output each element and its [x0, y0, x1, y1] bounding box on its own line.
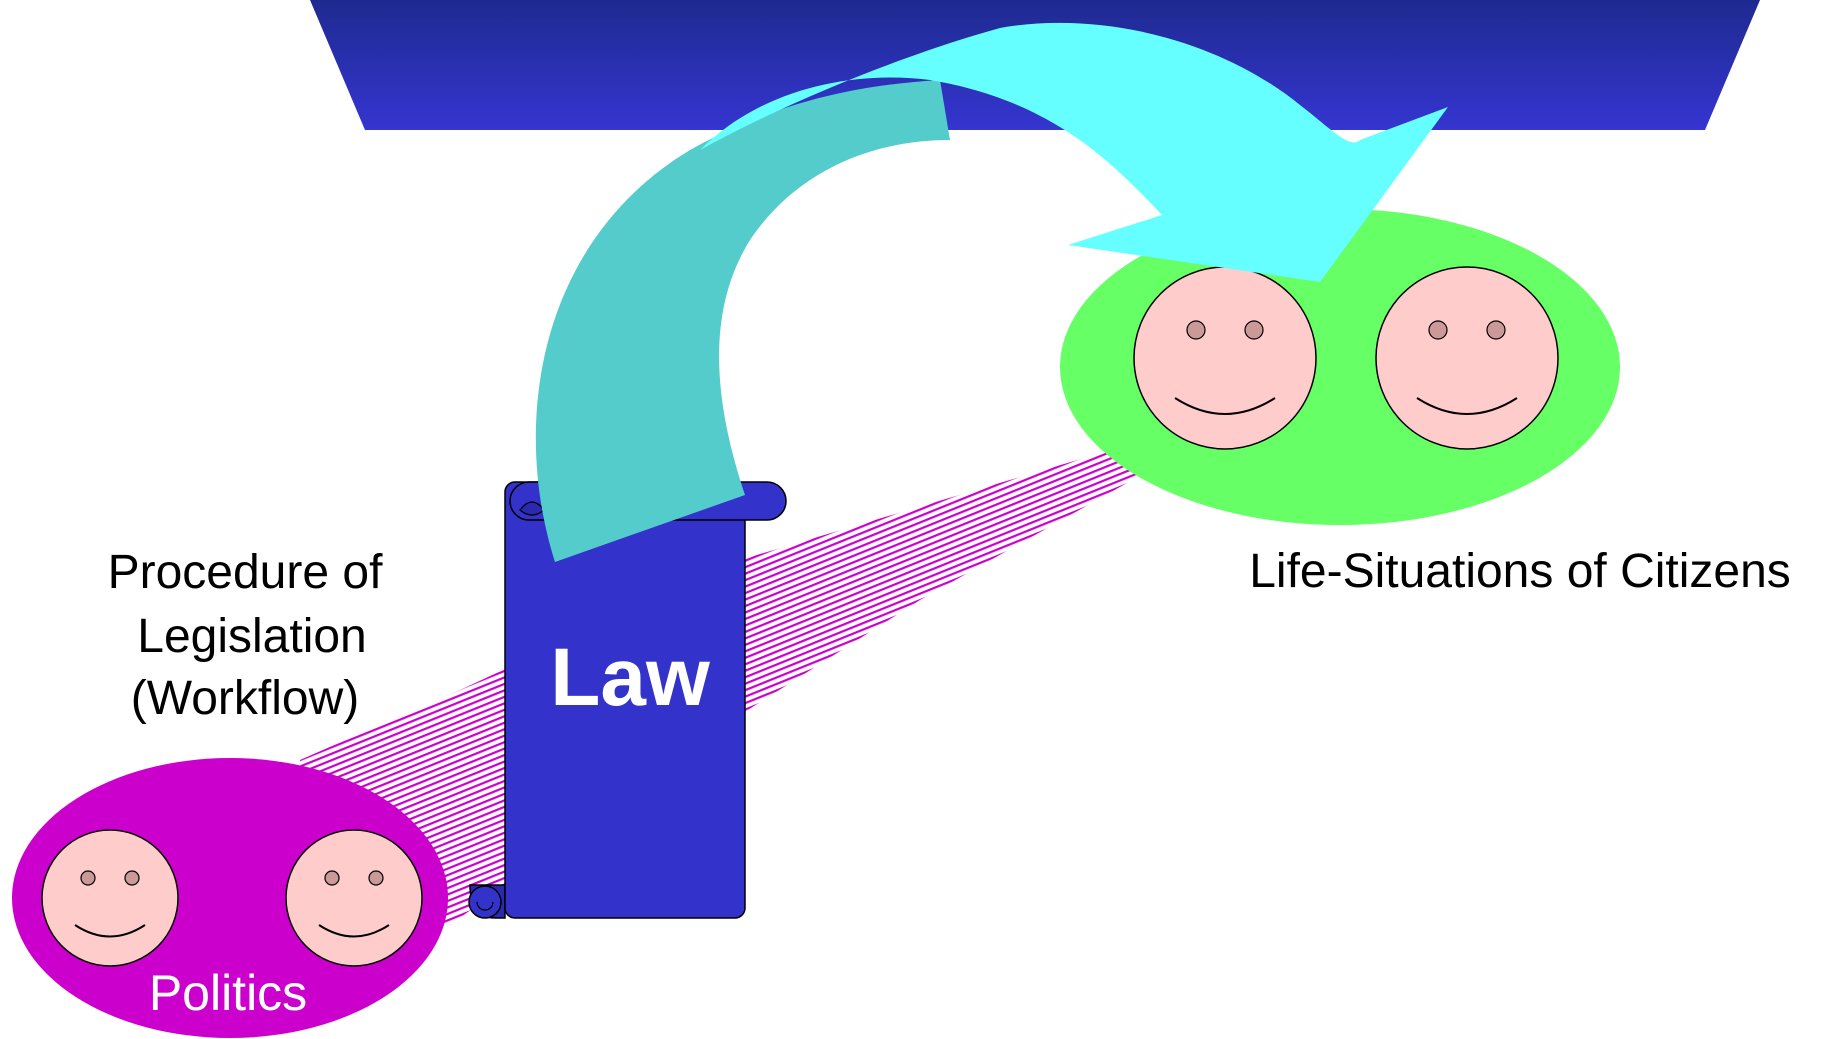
scroll-icon: Law	[468, 481, 787, 919]
procedure-label: Procedure of Legislation (Workflow)	[108, 546, 383, 725]
politics-ellipse	[12, 758, 448, 1038]
procedure-line-2: Legislation	[137, 610, 367, 663]
smiley-face-icon	[41, 829, 179, 967]
smiley-face-icon	[1133, 266, 1317, 450]
curved-arrow-icon	[535, 22, 1448, 562]
politics-label: Politics	[149, 965, 307, 1021]
politics-group: Politics	[12, 758, 448, 1038]
citizens-group	[1060, 209, 1620, 525]
law-label: Law	[550, 632, 710, 723]
procedure-line-3: (Workflow)	[131, 672, 359, 725]
smiley-face-icon	[285, 829, 423, 967]
smiley-face-icon	[1375, 266, 1559, 450]
procedure-line-1: Procedure of	[108, 546, 383, 599]
citizens-label: Life-Situations of Citizens	[1249, 545, 1791, 598]
